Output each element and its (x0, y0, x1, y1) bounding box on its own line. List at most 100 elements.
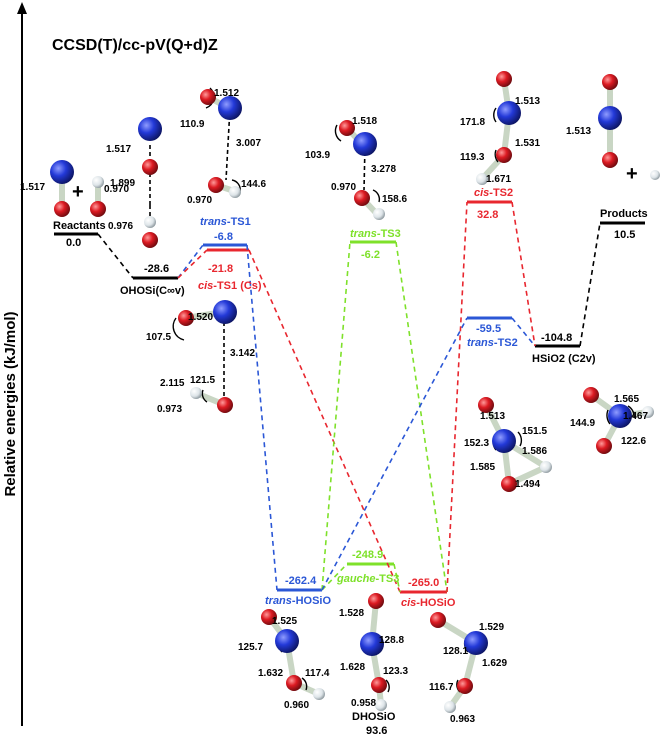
h-atom (144, 216, 156, 228)
o-atom (496, 71, 512, 87)
svg-text:1.513: 1.513 (566, 126, 591, 137)
svg-text:121.5: 121.5 (190, 375, 215, 386)
si-atom (275, 629, 299, 653)
svg-text:123.3: 123.3 (383, 666, 408, 677)
si-atom (353, 132, 377, 156)
o-atom (142, 159, 158, 175)
svg-text:125.7: 125.7 (238, 642, 263, 653)
trans-ts3-name: trans-TS3 (350, 228, 401, 240)
trans-ts2-energy: -59.5 (476, 323, 501, 335)
svg-text:1.529: 1.529 (479, 622, 504, 633)
cis-ts1-energy: -21.8 (208, 263, 233, 275)
hsio2-name: HSiO2 (C2v) (532, 353, 596, 365)
svg-text:1.632: 1.632 (258, 668, 283, 679)
gauche-ts3-energy: -248.9 (352, 549, 383, 561)
level-labels: Reactants 0.0 -28.6 OHOSi(C∞v) -6.8 tran… (53, 187, 648, 737)
svg-text:1.671: 1.671 (486, 174, 511, 185)
reactants-energy: 0.0 (66, 237, 81, 249)
o-atom (286, 675, 302, 691)
ohosi-energy: -28.6 (144, 263, 169, 275)
energy-levels (54, 200, 645, 594)
svg-text:3.007: 3.007 (236, 138, 261, 149)
svg-text:119.3: 119.3 (460, 152, 485, 163)
h-atom (190, 387, 202, 399)
y-axis (17, 2, 27, 726)
o-atom (596, 438, 612, 454)
svg-text:1.518: 1.518 (352, 116, 377, 127)
products-name: Products (600, 208, 648, 220)
svg-text:1.513: 1.513 (515, 96, 540, 107)
svg-text:1.628: 1.628 (340, 662, 365, 673)
o-atom (478, 397, 494, 413)
svg-text:144.6: 144.6 (241, 179, 266, 190)
o-atom (90, 201, 106, 217)
svg-text:0.963: 0.963 (450, 714, 475, 725)
svg-text:107.5: 107.5 (146, 332, 171, 343)
cis-hosio-energy: -265.0 (408, 577, 439, 589)
svg-text:110.9: 110.9 (180, 119, 205, 130)
svg-text:1.565: 1.565 (614, 394, 639, 405)
svg-text:144.9: 144.9 (570, 418, 595, 429)
si-atom (138, 117, 162, 141)
svg-text:1.531: 1.531 (515, 138, 540, 149)
o-atom (54, 201, 70, 217)
svg-text:152.3: 152.3 (464, 438, 489, 449)
si-atom (598, 106, 622, 130)
plus-sign-products: + (626, 163, 638, 185)
svg-text:0.960: 0.960 (284, 700, 309, 711)
o-atom (583, 387, 599, 403)
si-atom (497, 101, 521, 125)
cis-ts2-energy: 32.8 (477, 209, 498, 221)
o-atom (261, 609, 277, 625)
o-atom (430, 612, 446, 628)
o-atom (217, 397, 233, 413)
svg-text:128.8: 128.8 (379, 635, 404, 646)
o-atom (354, 190, 370, 206)
o-atom (602, 74, 618, 90)
h-atom (444, 701, 456, 713)
o-atom (368, 593, 384, 609)
atoms (50, 71, 660, 713)
svg-text:1.629: 1.629 (482, 658, 507, 669)
cis-hosio-name: cis-HOSiO (401, 597, 456, 609)
o-atom (602, 152, 618, 168)
h-atom (375, 699, 387, 711)
svg-text:1.585: 1.585 (470, 462, 495, 473)
reactants-name: Reactants (53, 220, 106, 232)
svg-text:0.973: 0.973 (157, 404, 182, 415)
svg-text:1.512: 1.512 (214, 88, 239, 99)
cis-ts1-name: cis-TS1 (Cs) (198, 280, 262, 292)
svg-text:0.970: 0.970 (187, 195, 212, 206)
o-atom (496, 147, 512, 163)
o-atom (208, 177, 224, 193)
si-atom (50, 160, 74, 184)
svg-text:128.1: 128.1 (443, 646, 468, 657)
svg-text:122.6: 122.6 (621, 436, 646, 447)
svg-text:158.6: 158.6 (382, 194, 407, 205)
trans-ts1-name: trans-TS1 (200, 216, 251, 228)
si-atom (360, 632, 384, 656)
trans-ts3-energy: -6.2 (361, 249, 380, 261)
svg-text:116.7: 116.7 (429, 682, 454, 693)
svg-text:0.970: 0.970 (104, 184, 129, 195)
o-atom (200, 89, 216, 105)
h-atom (373, 208, 385, 220)
svg-text:103.9: 103.9 (305, 150, 330, 161)
o-atom (339, 120, 355, 136)
svg-text:1.467: 1.467 (623, 411, 648, 422)
svg-text:151.5: 151.5 (522, 426, 547, 437)
si-atom (608, 404, 632, 428)
h-atom (650, 170, 660, 180)
trans-ts2-name: trans-TS2 (467, 337, 518, 349)
hsio2-energy: -104.8 (541, 332, 572, 344)
si-atom (464, 631, 488, 655)
svg-text:3.278: 3.278 (371, 164, 396, 175)
o-atom (501, 476, 517, 492)
h-atom (540, 461, 552, 473)
ohosi-name: OHOSi(C∞v) (120, 285, 185, 297)
plus-sign-reactants: + (72, 181, 84, 203)
svg-text:171.8: 171.8 (460, 117, 485, 128)
svg-text:117.4: 117.4 (305, 668, 330, 679)
h-atom (229, 186, 241, 198)
